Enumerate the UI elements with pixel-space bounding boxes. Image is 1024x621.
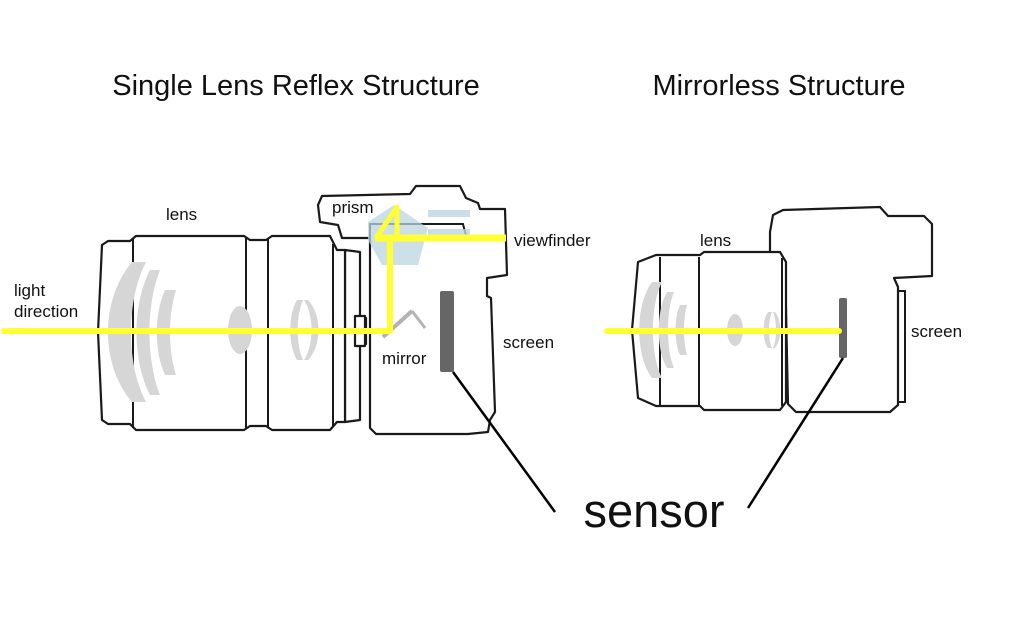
sensor-pointer-mirrorless	[746, 357, 845, 509]
slr-light-path	[1, 204, 506, 334]
slr-prism-label: prism	[332, 198, 374, 217]
mirrorless-lens-label: lens	[700, 231, 731, 250]
slr-viewfinder-label: viewfinder	[514, 231, 591, 250]
slr-title: Single Lens Reflex Structure	[112, 70, 480, 102]
slr-camera	[96, 184, 509, 436]
sensor-label: sensor	[583, 484, 724, 537]
slr-mirror-label: mirror	[382, 349, 427, 368]
slr-camera-body	[316, 184, 509, 436]
mirrorless-rear-screen	[898, 290, 906, 403]
slr-sensor	[440, 291, 454, 372]
mirrorless-title: Mirrorless Structure	[653, 70, 906, 102]
light-direction-label-line1: light	[14, 281, 45, 300]
mirrorless-camera-body	[768, 205, 934, 414]
slr-screen-label: screen	[503, 333, 554, 352]
slr-lens-label: lens	[166, 205, 197, 224]
sensor-pointer-slr	[451, 371, 557, 513]
mirrorless-camera	[604, 205, 934, 414]
mirrorless-sensor	[839, 298, 847, 358]
mirrorless-screen-label: screen	[911, 322, 962, 341]
light-direction-label-line2: direction	[14, 302, 78, 321]
